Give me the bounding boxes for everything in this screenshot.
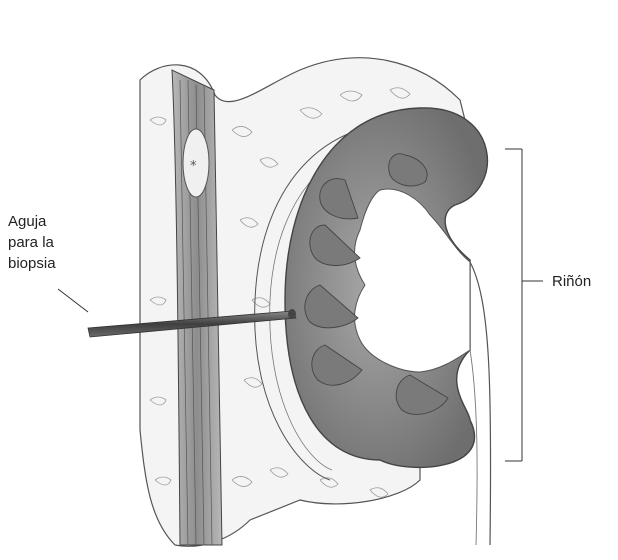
kidney-label: Riñón (552, 271, 591, 292)
kidney-bracket (505, 149, 543, 461)
needle-label: Aguja para la biopsia (8, 211, 98, 274)
needle-leader-line (58, 289, 88, 312)
needle-tip (288, 309, 296, 319)
vessel-mark: * (190, 159, 197, 174)
ureter (470, 262, 491, 545)
renal-pelvis (355, 189, 470, 372)
